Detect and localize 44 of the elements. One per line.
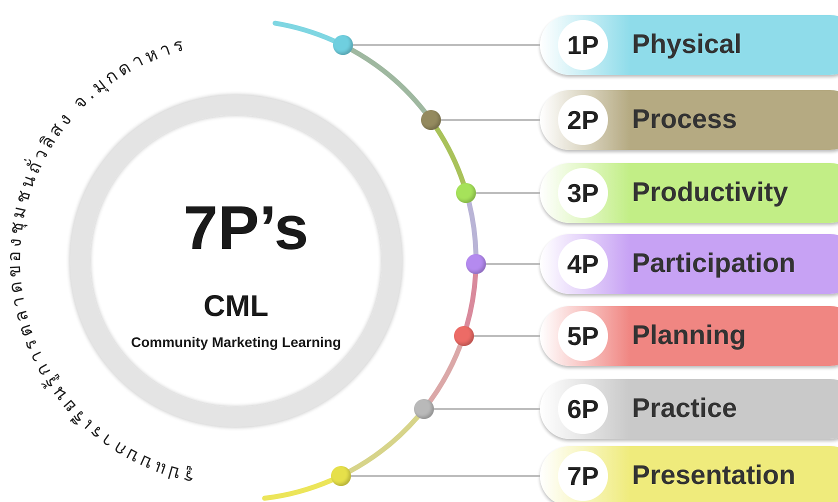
dot-marker bbox=[332, 35, 353, 55]
dot-marker bbox=[454, 326, 474, 346]
acronym-text: CML bbox=[202, 290, 270, 323]
item-label: Physical bbox=[632, 28, 742, 60]
number-badge: 1P bbox=[558, 20, 608, 70]
arc-line bbox=[464, 272, 478, 329]
number-badge: 3P bbox=[558, 168, 608, 218]
arc-line bbox=[347, 414, 420, 474]
pill-box bbox=[540, 163, 838, 223]
number-badge: 5P bbox=[558, 311, 608, 361]
item-label: Process bbox=[632, 103, 738, 135]
connector-line bbox=[352, 44, 541, 46]
item-label: Participation bbox=[632, 247, 796, 279]
dot-marker bbox=[330, 466, 351, 486]
pill-box bbox=[540, 15, 838, 75]
connector-line bbox=[485, 263, 541, 265]
pill-box bbox=[540, 379, 838, 439]
connector-line bbox=[472, 335, 541, 337]
pill-box bbox=[540, 306, 838, 366]
arc-line bbox=[428, 342, 463, 404]
connector-line bbox=[440, 119, 541, 121]
arc-line bbox=[349, 47, 428, 114]
number-badge: 2P bbox=[558, 95, 608, 145]
connector-line bbox=[350, 475, 541, 477]
dot-marker bbox=[420, 110, 441, 130]
number-badge: 7P bbox=[558, 451, 608, 501]
item-label: Presentation bbox=[632, 459, 796, 491]
arc-line bbox=[262, 478, 334, 501]
pill-box bbox=[540, 90, 838, 150]
connector-line bbox=[433, 408, 541, 410]
item-label: Practice bbox=[632, 392, 738, 424]
pill-box bbox=[540, 234, 838, 294]
pill-box bbox=[540, 446, 838, 502]
arc-line bbox=[466, 200, 478, 256]
number-badge: 4P bbox=[558, 239, 608, 289]
arc-line bbox=[272, 20, 336, 44]
connector-line bbox=[476, 192, 541, 194]
dot-marker bbox=[456, 183, 476, 203]
item-label: Planning bbox=[632, 319, 746, 351]
number-badge: 6P bbox=[558, 384, 608, 434]
arc-line bbox=[434, 126, 466, 186]
dot-marker bbox=[466, 254, 486, 274]
item-label: Productivity bbox=[632, 176, 788, 208]
dot-marker bbox=[414, 399, 434, 419]
